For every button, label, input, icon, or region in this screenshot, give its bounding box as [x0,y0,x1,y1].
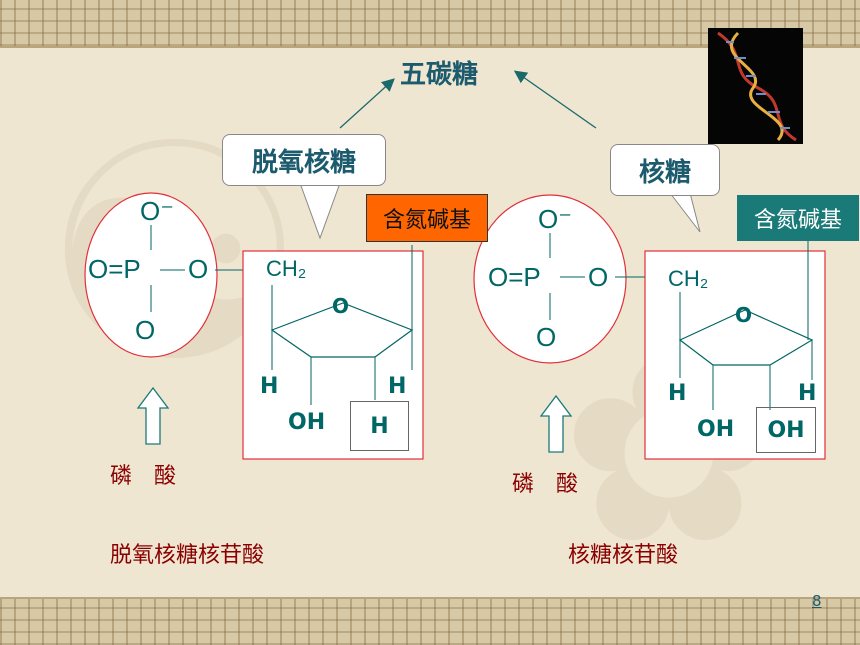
right-nitrogen-base-badge: 含氮碱基 [737,195,859,241]
right-phosphate-o-minus: O⁻ [538,204,572,234]
right-callout-tail [669,192,701,233]
right-sugar-ch2: CH₂ [668,266,709,291]
page-number[interactable]: 8 [812,592,822,610]
top-border-line [0,46,860,48]
bottom-border-line [0,597,860,599]
left-nitrogen-base-badge: 含氮碱基 [366,194,488,242]
hollow-up-arrow-icon-left [136,386,170,445]
left-sugar-boxed-h: H [350,401,409,451]
left-phosphate-o-minus: O⁻ [140,196,174,226]
left-phosphate-label: 磷 酸 [110,464,177,489]
right-phosphate-o-eq-p: O=P [488,262,541,292]
bottom-decorative-border [0,599,860,645]
left-sugar-ch2: CH₂ [266,256,307,281]
left-callout-tail [299,182,341,240]
right-phosphate-o-bottom: O [536,322,557,352]
left-phosphate-ellipse [84,192,218,358]
left-sugar-h-left: H [260,374,279,399]
arrow-deoxyribose-to-title [339,78,395,129]
right-phosphate-ellipse [473,194,627,364]
left-phosphate-o-right: O [188,254,209,284]
top-decorative-border [0,0,860,46]
right-sugar-box [644,250,826,460]
left-phosphate-o-eq-p: O=P [88,254,141,284]
right-sugar-h-left: H [668,381,687,406]
right-sugar-callout: 核糖 [610,144,720,196]
diagram-title: 五碳糖 [400,60,479,90]
left-sugar-box [242,250,424,460]
right-sugar-h-right: H [798,381,817,406]
right-nucleotide-name: 核糖核苷酸 [568,543,679,568]
dna-helix-image [708,28,803,144]
right-phosphate-o-right: O [588,262,609,292]
right-sugar-boxed-oh: OH [756,407,816,453]
left-phosphate-o-bottom: O [135,315,156,345]
right-sugar-oh: OH [697,417,735,442]
arrow-ribose-to-title [513,70,597,129]
right-phosphate-label: 磷 酸 [512,472,579,497]
left-sugar-oh: OH [288,410,326,435]
left-nucleotide-name: 脱氧核糖核苷酸 [110,543,265,568]
left-sugar-h-right: H [388,374,407,399]
left-sugar-callout: 脱氧核糖 [222,134,386,186]
hollow-up-arrow-icon-right [539,394,573,453]
dna-helix-icon [717,31,797,142]
right-sugar-ring-o: O [735,303,753,327]
left-sugar-ring-o: O [332,294,350,318]
